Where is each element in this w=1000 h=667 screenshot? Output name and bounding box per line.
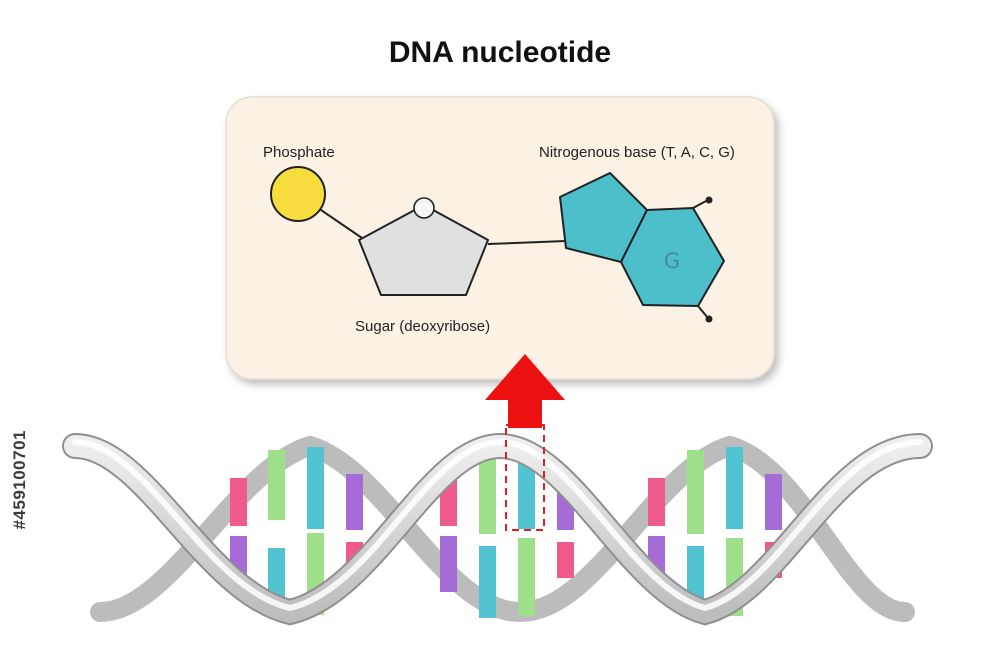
bp-green	[479, 450, 496, 534]
bp-purple	[440, 536, 457, 592]
base-bond-dot-bottom	[705, 315, 713, 323]
glycosidic-bond	[487, 240, 567, 245]
nucleotide-panel: G Phosphate Nitrogenous base (T, A, C, G…	[225, 96, 775, 380]
bp-purple	[765, 474, 782, 530]
bp-cyan	[307, 447, 324, 529]
bp-cyan	[479, 546, 496, 618]
bp-pink	[557, 542, 574, 578]
bp-pink	[648, 478, 665, 526]
stock-id-watermark: #459100701	[10, 430, 29, 530]
diagram-title: DNA nucleotide	[388, 36, 612, 69]
base-bond-dot-top	[705, 196, 713, 204]
sugar-pentagon	[358, 204, 489, 296]
panel-background	[225, 96, 775, 380]
base-letter: G	[664, 249, 680, 273]
bp-green	[268, 450, 285, 520]
bp-green	[687, 450, 704, 534]
sugar-label: Sugar (deoxyribose)	[355, 318, 490, 335]
helix-strand-back	[90, 435, 915, 623]
dna-helix	[62, 432, 933, 626]
bp-cyan	[726, 447, 743, 529]
phosphate-circle	[270, 166, 326, 222]
helix-strand-highlight	[72, 438, 923, 612]
sugar-oxygen-ring	[413, 197, 435, 219]
phosphate-label: Phosphate	[263, 144, 335, 161]
arrow-up-icon	[485, 354, 565, 428]
bp-purple	[346, 474, 363, 530]
nitrogenous-base-label: Nitrogenous base (T, A, C, G)	[539, 144, 735, 161]
bp-pink	[230, 478, 247, 526]
bp-green	[518, 538, 535, 616]
